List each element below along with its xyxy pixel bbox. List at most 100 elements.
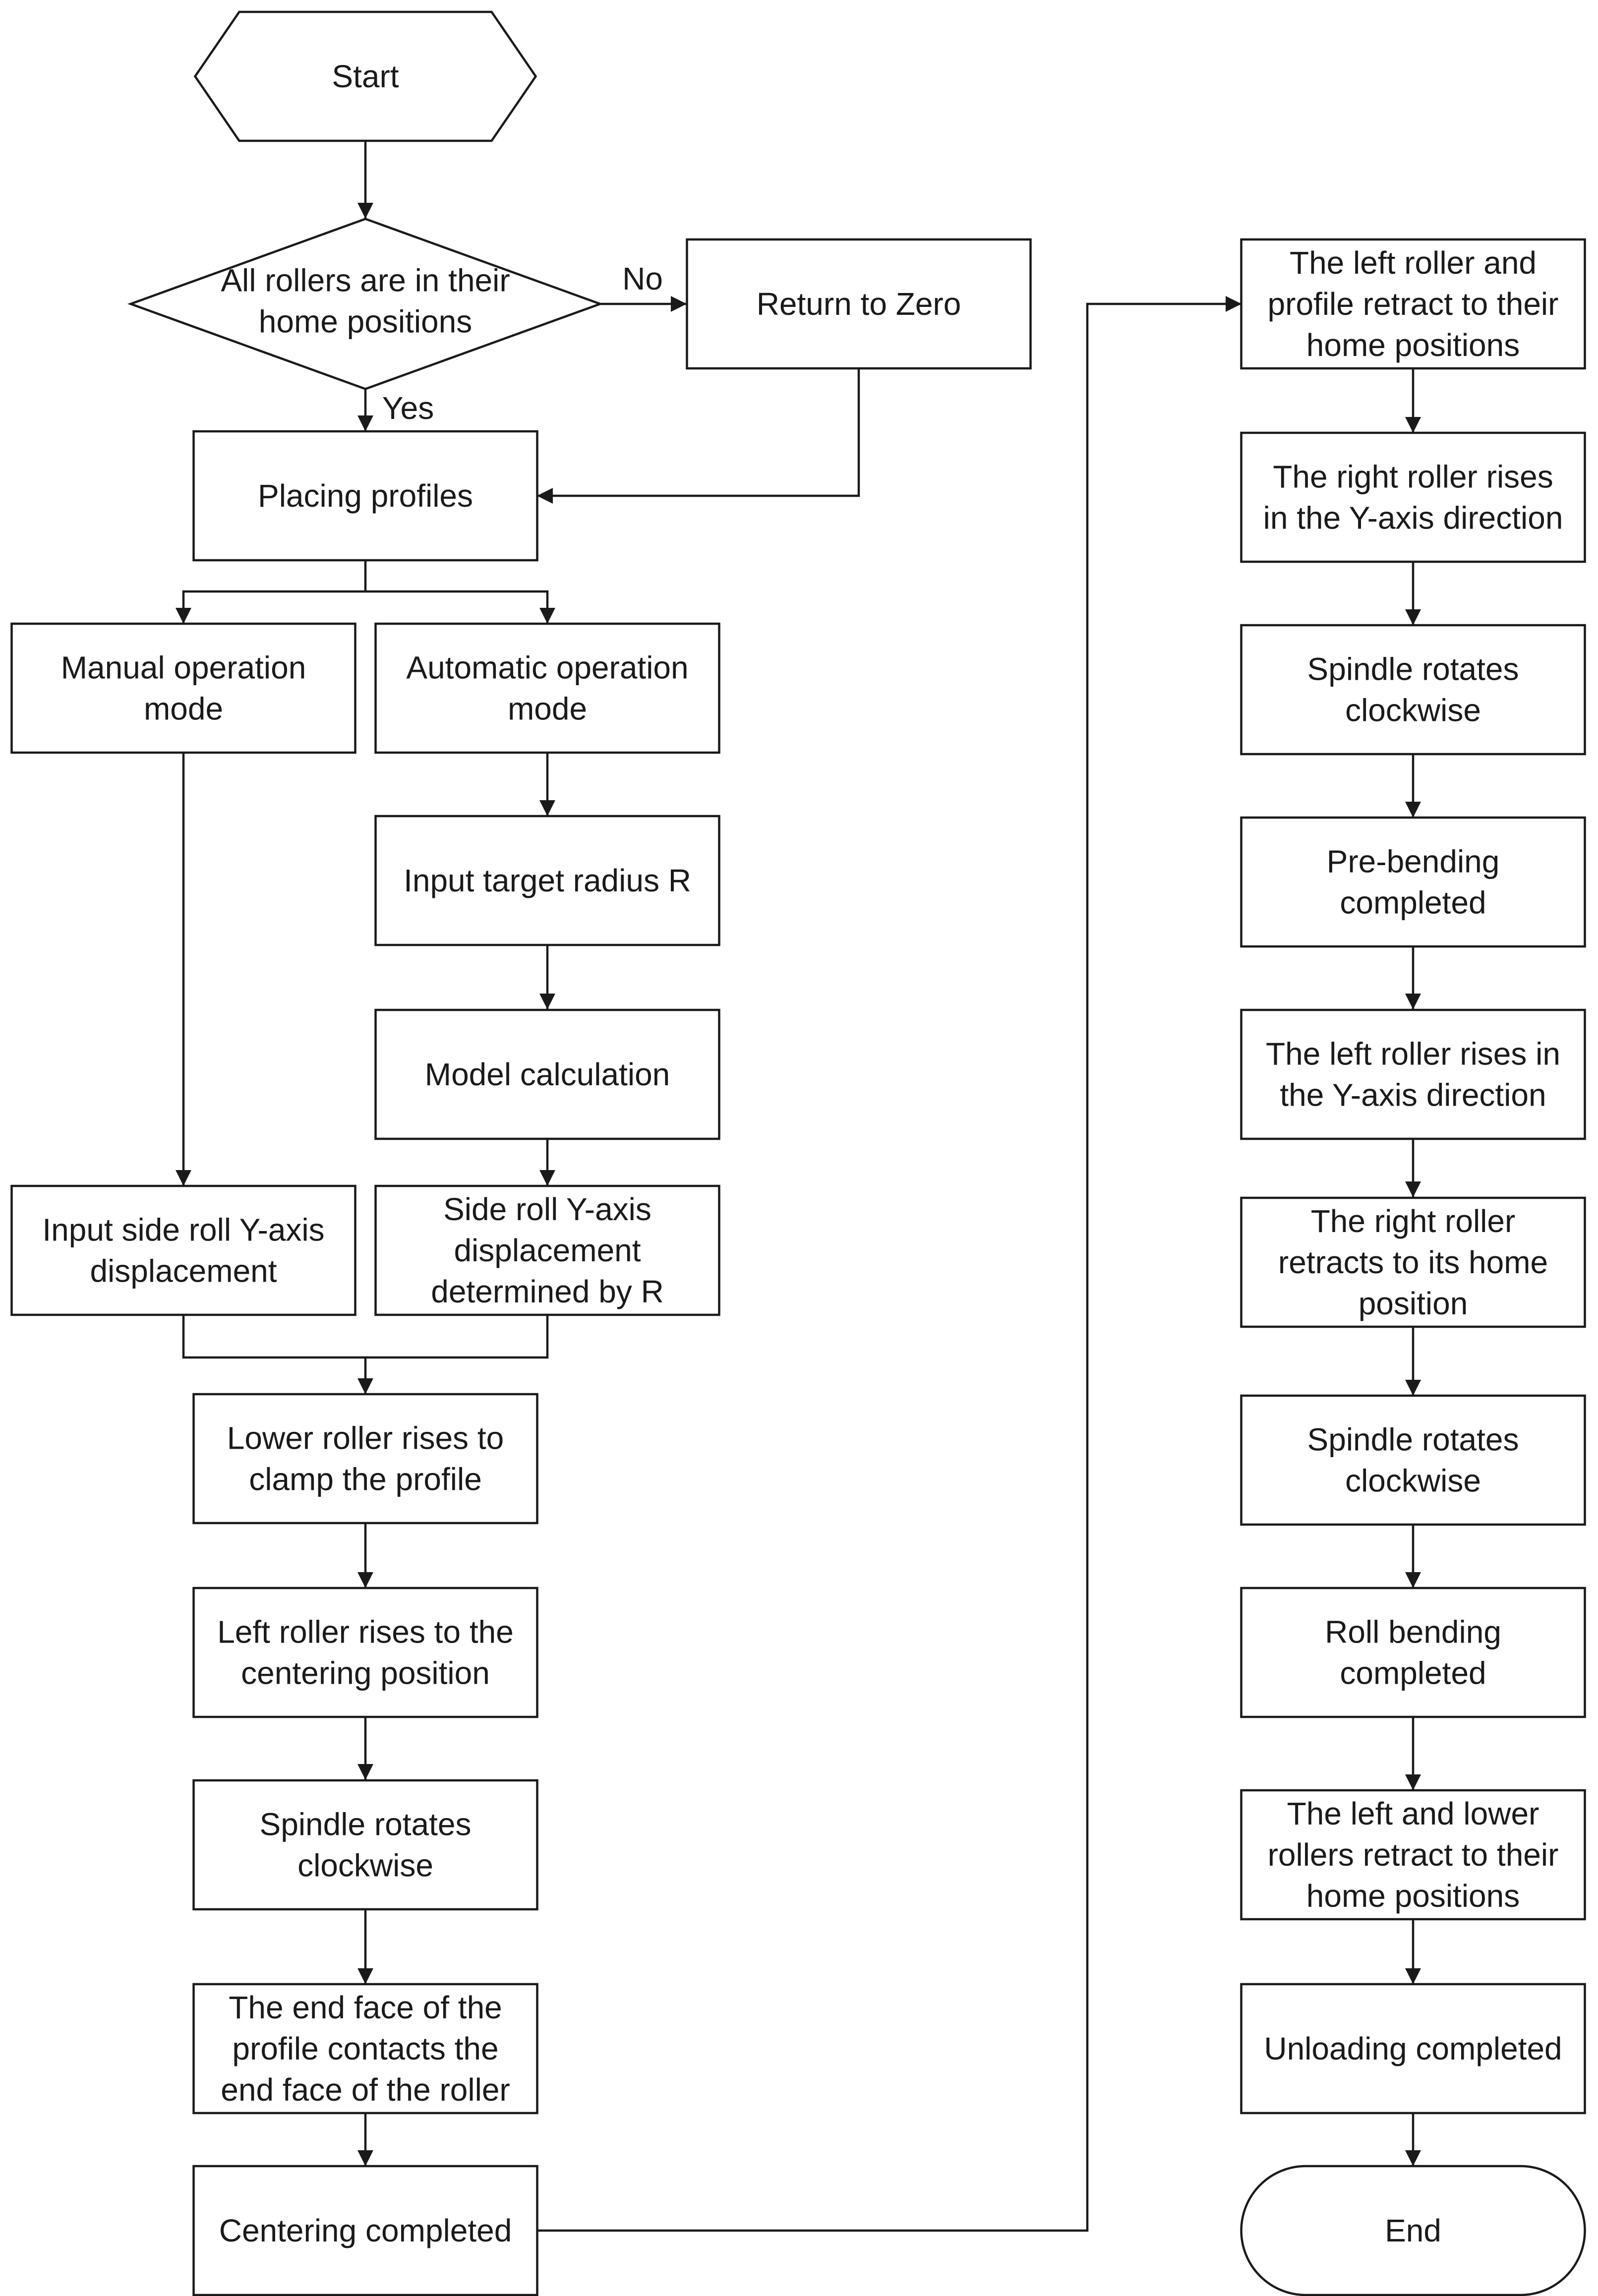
start-shape (193, 10, 537, 142)
side-roll-by-r-shape (374, 1184, 720, 1316)
node-start: Start (193, 10, 537, 142)
check-home-label: All rollers are in their home positions (221, 263, 510, 340)
connector-input-side-roll-to-lower-roller-clamp (182, 1315, 373, 1394)
start-label-line: Start (332, 59, 399, 94)
connector-side-roll-by-r-to-lower-roller-clamp (365, 1315, 549, 1359)
left-roller-rises-label-line: the Y-axis direction (1280, 1077, 1546, 1113)
auto-mode-label-line: Automatic operation (406, 650, 688, 686)
unloading-completed-label-line: Unloading completed (1264, 2031, 1562, 2066)
placing-profiles-shape (192, 430, 538, 562)
node-return-zero: Return to Zero (686, 238, 1032, 370)
input-side-roll-label-line: displacement (90, 1253, 277, 1289)
input-radius-shape (374, 815, 720, 946)
spindle-cw-1-shape (192, 1779, 538, 1911)
end-label-line: End (1385, 2213, 1441, 2248)
spindle-cw-2-shape (1240, 624, 1586, 756)
unloading-completed-shape (1240, 1983, 1586, 2115)
input-side-roll-shape (10, 1184, 356, 1316)
start-label: Start (332, 59, 399, 94)
node-spindle-cw-2: Spindle rotates clockwise (1240, 624, 1586, 756)
placing-profiles-label-line: Placing profiles (258, 478, 473, 514)
left-profile-retract-label-line: home positions (1306, 327, 1520, 363)
node-auto-mode: Automatic operation mode (374, 622, 720, 754)
lower-roller-clamp-shape (192, 1393, 538, 1525)
left-lower-retract-label-line: The left and lower (1287, 1796, 1539, 1831)
check-home-label-line: home positions (259, 304, 472, 340)
node-model-calc: Model calculation (374, 1008, 720, 1140)
right-roller-retracts-shape (1240, 1196, 1586, 1328)
spindle-cw-1-label-line: clockwise (297, 1848, 433, 1884)
input-radius-label-line: Input target radius R (404, 863, 691, 898)
right-roller-rises-label-line: The right roller rises (1273, 459, 1553, 495)
left-roller-centering-label: Left roller rises to the centering positi… (217, 1614, 514, 1691)
check-home-shape (127, 218, 604, 390)
auto-mode-label-line: mode (508, 691, 587, 727)
left-roller-centering-shape (192, 1587, 538, 1718)
spindle-cw-2-label-line: clockwise (1345, 693, 1481, 728)
left-lower-retract-label-line: home positions (1306, 1878, 1520, 1914)
input-side-roll-label: Input side roll Y-axis displacement (42, 1212, 324, 1289)
left-roller-centering-label-line: centering position (241, 1655, 490, 1691)
auto-mode-label: Automatic operation mode (406, 650, 688, 727)
roll-bending-label-line: Roll bending (1325, 1614, 1501, 1650)
roll-bending-shape (1240, 1587, 1586, 1718)
spindle-cw-3-shape (1240, 1394, 1586, 1526)
right-roller-retracts-label-line: retracts to its home (1278, 1244, 1548, 1280)
right-roller-retracts-label-line: position (1359, 1286, 1468, 1321)
edge-label-yes: Yes (382, 390, 434, 426)
pre-bending-shape (1240, 816, 1586, 948)
roll-bending-label: Roll bending completed (1325, 1614, 1501, 1691)
return-zero-shape (686, 238, 1032, 370)
node-right-roller-rises: The right roller rises in the Y-axis dire… (1240, 431, 1586, 563)
model-calc-label: Model calculation (425, 1057, 670, 1092)
left-lower-retract-label: The left and lower rollers retract to the… (1268, 1796, 1559, 1914)
centering-completed-label: Centering completed (219, 2213, 512, 2248)
centering-completed-label-line: Centering completed (219, 2213, 512, 2248)
left-lower-retract-label-line: rollers retract to their (1268, 1837, 1559, 1873)
auto-mode-shape (374, 622, 720, 754)
end-label: End (1385, 2213, 1441, 2248)
return-zero-label-line: Return to Zero (757, 286, 961, 322)
connector-centering-completed-to-left-profile-retract (537, 296, 1242, 2232)
edges-layer (176, 141, 1421, 2232)
side-roll-by-r-label-line: Side roll Y-axis (443, 1191, 651, 1227)
pre-bending-label-line: completed (1340, 885, 1486, 921)
spindle-cw-3-label-line: Spindle rotates (1307, 1422, 1519, 1458)
end-face-contact-shape (192, 1983, 538, 2115)
end-face-contact-label-line: end face of the roller (221, 2072, 510, 2108)
check-home-label-line: All rollers are in their (221, 263, 510, 298)
node-check-home: All rollers are in their home positions (127, 218, 604, 390)
pre-bending-label-line: Pre-bending (1327, 844, 1500, 880)
right-roller-rises-label-line: in the Y-axis direction (1263, 500, 1563, 536)
manual-mode-label-line: mode (144, 691, 223, 727)
spindle-cw-2-label-line: Spindle rotates (1307, 651, 1519, 687)
left-profile-retract-label-line: The left roller and (1290, 245, 1537, 281)
roll-bending-label-line: completed (1340, 1655, 1486, 1691)
input-side-roll-label-line: Input side roll Y-axis (42, 1212, 324, 1248)
node-centering-completed: Centering completed (192, 2165, 538, 2296)
node-input-side-roll: Input side roll Y-axis displacement (10, 1184, 356, 1316)
connector-placing-profiles-to-manual-mode (176, 561, 367, 624)
edge-label-no: No (622, 261, 663, 296)
left-roller-centering-label-line: Left roller rises to the (217, 1614, 514, 1650)
connector-placing-profiles-to-auto-mode (365, 590, 555, 624)
node-left-lower-retract: The left and lower rollers retract to the… (1240, 1789, 1586, 1921)
node-pre-bending: Pre-bending completed (1240, 816, 1586, 948)
